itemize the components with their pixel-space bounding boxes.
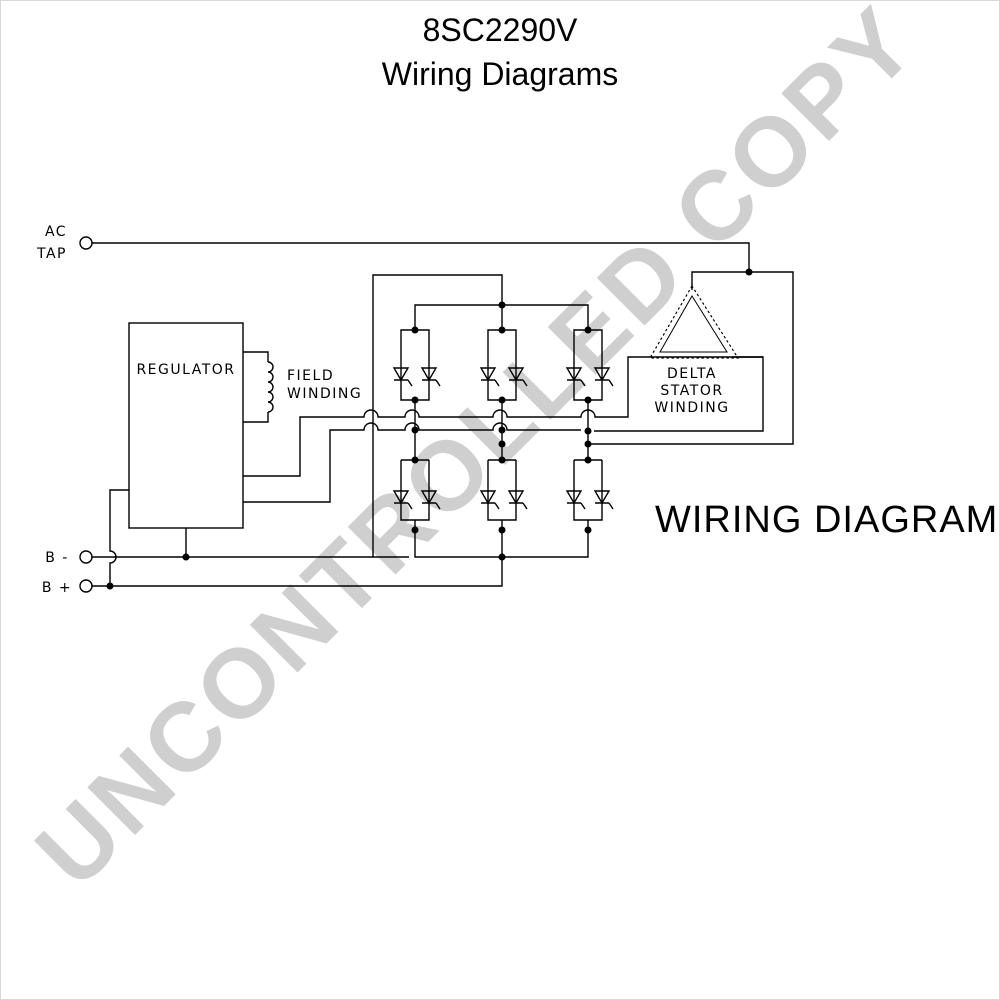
junction-dots: [106, 268, 753, 590]
wiring-diagram-heading: WIRING DIAGRAM: [655, 499, 998, 541]
regulator-box: [128, 322, 244, 529]
ac-tap-label-line2: TAP: [36, 246, 67, 262]
delta-stator-winding-symbol: [648, 284, 740, 359]
field-winding-label-line2: WINDING: [287, 386, 362, 402]
b-plus-label: B +: [42, 580, 72, 596]
sense-wire: [243, 422, 581, 503]
rectifier-output-frame: [372, 274, 503, 557]
b-minus-label: B -: [45, 550, 69, 566]
regulator-label: REGULATOR: [136, 362, 235, 378]
b-minus-terminal: [79, 550, 93, 564]
field-winding-coil: [243, 351, 274, 423]
field-winding-label-line1: FIELD: [287, 368, 334, 384]
delta-label-line1: DELTA: [667, 366, 717, 382]
uncontrolled-copy-watermark: UNCONTROLLED COPY: [15, 0, 938, 907]
page-subtitle: Wiring Diagrams: [381, 56, 619, 92]
stator-phase-wire-1: [588, 271, 794, 445]
b-plus-terminal: [79, 579, 93, 593]
delta-label-line3: WINDING: [654, 400, 729, 416]
delta-label-line2: STATOR: [660, 383, 723, 399]
ac-tap-label-line1: AC: [45, 224, 67, 240]
part-number-title: 8SC2290V: [422, 12, 578, 48]
ac-tap-wire: [92, 242, 750, 272]
b-minus-wire: [92, 528, 409, 558]
regulator-b-plus-wire: [109, 489, 129, 586]
b-plus-wire: [92, 557, 503, 587]
ac-tap-terminal: [79, 236, 93, 250]
